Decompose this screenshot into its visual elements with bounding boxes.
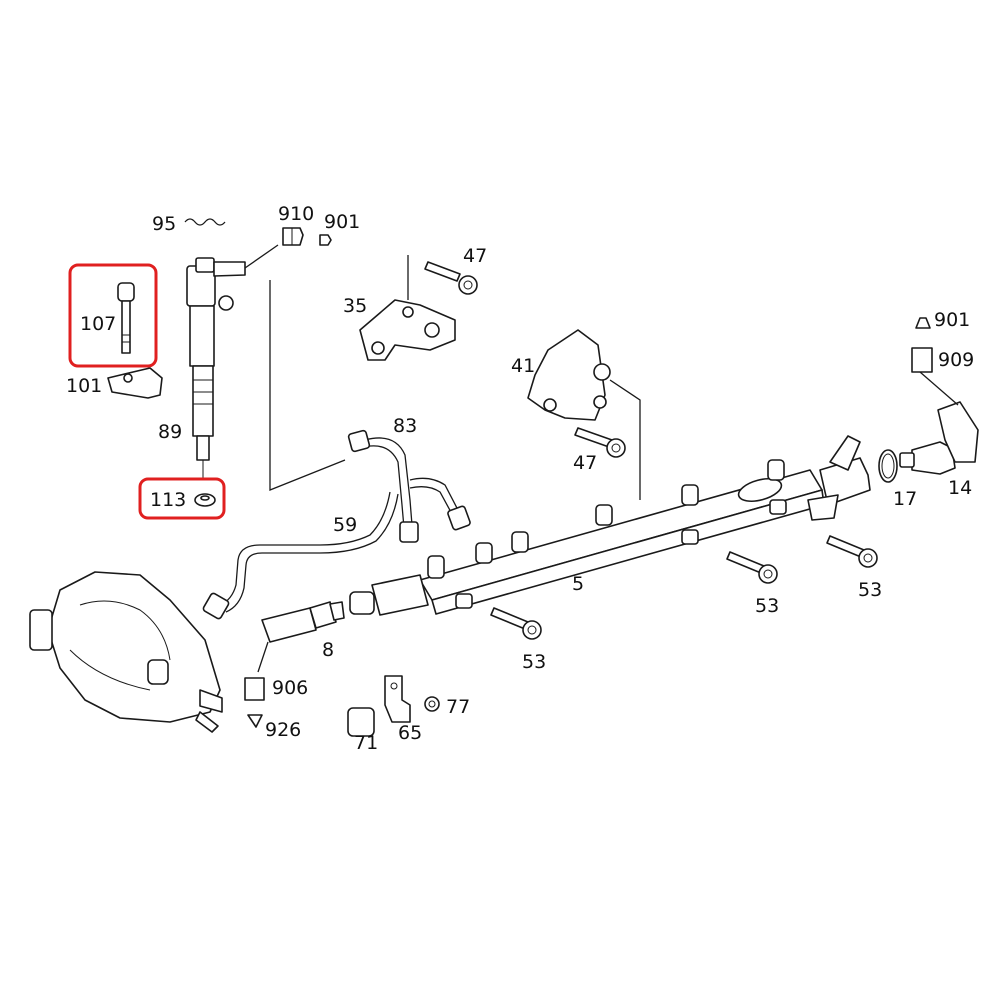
seal-ring-17 [878,449,898,483]
plug-901-top [319,234,332,246]
label-101: 101 [66,375,102,397]
label-901-right: 901 [934,309,970,331]
connector-910 [282,227,304,246]
label-53-center: 53 [755,595,779,617]
high-pressure-pump [29,571,223,733]
label-906: 906 [272,677,308,699]
clip-95 [184,218,226,226]
label-8: 8 [322,639,334,661]
label-910: 910 [278,203,314,225]
plug-901-right [915,317,931,329]
highlight-box-107 [68,263,158,368]
label-77: 77 [446,696,470,718]
connector-909 [911,347,959,406]
fuel-line-83 [347,429,471,543]
label-53-lower: 53 [522,651,546,673]
label-107: 107 [80,313,116,335]
label-113: 113 [150,489,186,511]
rail-sensor [349,574,429,616]
nut-77 [424,696,440,712]
label-901-top: 901 [324,211,360,233]
label-71: 71 [354,732,378,754]
highlight-box-113 [138,477,226,520]
clamp-101 [107,367,163,399]
fuel-rail [419,435,871,615]
label-89: 89 [158,421,182,443]
plug-926 [247,714,263,728]
label-59: 59 [333,514,357,536]
label-95: 95 [152,213,176,235]
bracket-41 [527,329,641,500]
pressure-regulator-14 [899,401,979,475]
label-47-lower: 47 [573,452,597,474]
label-65: 65 [398,722,422,744]
label-14: 14 [948,477,972,499]
fuel-line-59 [202,491,399,620]
label-53-right: 53 [858,579,882,601]
screw-47-upper [424,261,478,295]
label-47-upper: 47 [463,245,487,267]
bracket-35 [359,255,456,361]
bracket-65 [384,675,411,723]
screw-47-lower [574,427,626,458]
label-41: 41 [511,355,535,377]
plug-71 [347,707,375,737]
screw-53-lower [490,607,542,640]
label-83: 83 [393,415,417,437]
label-5: 5 [572,573,584,595]
bolt-107 [117,282,135,354]
label-926: 926 [265,719,301,741]
connector-906 [244,677,265,701]
washer-113 [194,493,216,507]
sensor-8 [257,601,345,673]
screw-53-right [826,535,878,568]
fuel-injector [186,244,279,480]
screw-53-center [726,551,778,584]
label-909: 909 [938,349,974,371]
label-35: 35 [343,295,367,317]
label-17: 17 [893,488,917,510]
